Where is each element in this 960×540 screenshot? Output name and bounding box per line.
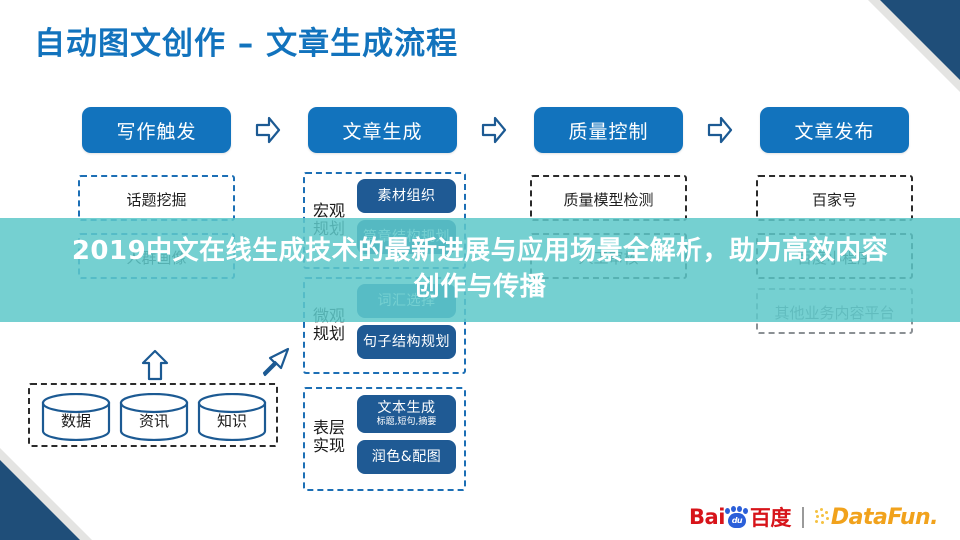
sub-box-material-organization[interactable]: 素材组织 bbox=[357, 179, 456, 213]
sub-box-label: 润色&配图 bbox=[371, 448, 442, 465]
right-arrow-icon bbox=[481, 115, 507, 145]
panel-label-baijiahao: 百家号 bbox=[811, 191, 857, 209]
datafun-logo: DataFun. bbox=[814, 504, 939, 530]
group-label-surface-realization: 表层 实现 bbox=[312, 418, 345, 455]
sub-box-text-generation[interactable]: 文本生成 标题,短句,摘要 bbox=[357, 395, 456, 433]
cylinder-data[interactable]: 数据 bbox=[40, 393, 112, 441]
cylinder-label-data: 数据 bbox=[60, 412, 91, 430]
sub-box-sublabel: 标题,短句,摘要 bbox=[376, 417, 437, 428]
stage-pill-article-publish[interactable]: 文章发布 bbox=[760, 107, 909, 153]
panel-label-quality-model-detection: 质量模型检测 bbox=[563, 191, 654, 209]
sub-box-sentence-structure-planning[interactable]: 句子结构规划 bbox=[357, 325, 456, 359]
slide-title: 自动图文创作 – 文章生成流程 bbox=[34, 26, 459, 62]
up-arrow-icon bbox=[140, 349, 170, 381]
sub-box-polish-and-illustrate[interactable]: 润色&配图 bbox=[357, 440, 456, 474]
baidu-paw-icon: du bbox=[724, 506, 749, 528]
panel-data-sources[interactable] bbox=[28, 383, 278, 447]
logo-divider bbox=[801, 506, 804, 528]
datafun-logo-name: DataFun. bbox=[830, 504, 939, 530]
panel-label-topic-mining: 话题挖掘 bbox=[126, 191, 187, 209]
footer-logo-group: Bai du 百度 DataFun. bbox=[689, 502, 938, 532]
sub-box-label: 文本生成 bbox=[377, 400, 436, 417]
stage-pill-article-generation[interactable]: 文章生成 bbox=[308, 107, 457, 153]
corner-decoration-bottom-left-navy bbox=[0, 460, 80, 540]
baidu-logo-latin: Bai bbox=[689, 505, 725, 529]
cylinder-news[interactable]: 资讯 bbox=[118, 393, 190, 441]
caption-text: 2019中文在线生成技术的最新进展与应用场景全解析，助力高效内容创作与传播 bbox=[71, 236, 889, 302]
stage-pill-writing-trigger[interactable]: 写作触发 bbox=[82, 107, 231, 153]
cylinder-label-knowledge: 知识 bbox=[216, 412, 247, 430]
datafun-dots-icon bbox=[814, 508, 830, 526]
diagonal-arrow-icon bbox=[261, 345, 291, 379]
baidu-logo: Bai du 百度 bbox=[689, 502, 791, 532]
right-arrow-icon bbox=[707, 115, 733, 145]
baidu-logo-hanzi: 百度 bbox=[749, 506, 792, 530]
sub-box-label: 素材组织 bbox=[377, 187, 436, 204]
corner-decoration-top-right-navy bbox=[880, 0, 960, 80]
sub-box-label: 句子结构规划 bbox=[363, 333, 450, 350]
right-arrow-icon bbox=[255, 115, 281, 145]
caption-overlay-band: 2019中文在线生成技术的最新进展与应用场景全解析，助力高效内容创作与传播 bbox=[0, 218, 960, 322]
cylinder-label-news: 资讯 bbox=[138, 412, 169, 430]
baidu-bear-mark: du bbox=[727, 513, 746, 528]
stage-pill-quality-control[interactable]: 质量控制 bbox=[534, 107, 683, 153]
panel-surface-realization[interactable] bbox=[303, 387, 466, 491]
cylinder-knowledge[interactable]: 知识 bbox=[196, 393, 268, 441]
